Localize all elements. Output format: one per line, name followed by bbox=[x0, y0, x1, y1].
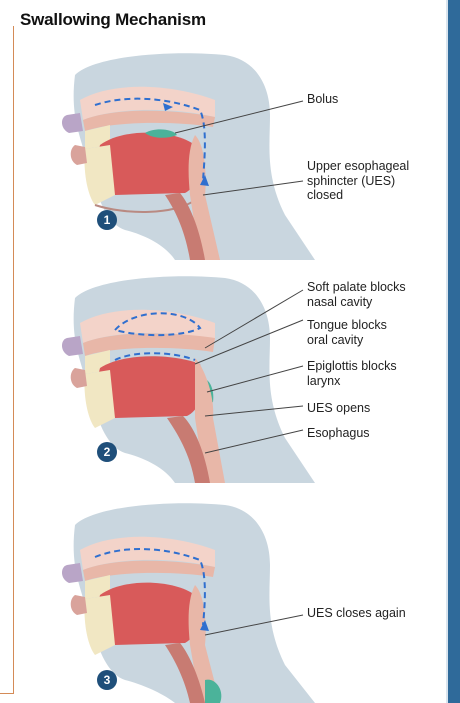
step-badge-2: 2 bbox=[97, 442, 117, 462]
lips bbox=[71, 145, 87, 165]
nose bbox=[62, 113, 83, 133]
page-title: Swallowing Mechanism bbox=[20, 10, 206, 30]
right-frame bbox=[448, 0, 460, 703]
slide-border bbox=[0, 26, 14, 694]
head-diagram-1 bbox=[55, 45, 315, 260]
label-epiglottis: Epiglottis blocks larynx bbox=[307, 359, 397, 388]
lips bbox=[71, 595, 87, 615]
label-ues-opens: UES opens bbox=[307, 401, 370, 416]
lips bbox=[71, 368, 87, 388]
head-diagram-3 bbox=[55, 495, 315, 703]
jaw bbox=[84, 370, 115, 428]
label-bolus: Bolus bbox=[307, 92, 338, 107]
nose bbox=[62, 563, 83, 583]
step-badge-3: 3 bbox=[97, 670, 117, 690]
nose bbox=[62, 336, 83, 356]
label-soft-palate: Soft palate blocks nasal cavity bbox=[307, 280, 406, 309]
label-ues-closed: Upper esophageal sphincter (UES) closed bbox=[307, 159, 409, 203]
step-badge-1: 1 bbox=[97, 210, 117, 230]
label-esophagus: Esophagus bbox=[307, 426, 370, 441]
label-ues-closes: UES closes again bbox=[307, 606, 406, 621]
jaw bbox=[84, 595, 115, 655]
label-tongue: Tongue blocks oral cavity bbox=[307, 318, 387, 347]
jaw bbox=[84, 145, 115, 205]
head-diagram-2 bbox=[55, 268, 315, 483]
